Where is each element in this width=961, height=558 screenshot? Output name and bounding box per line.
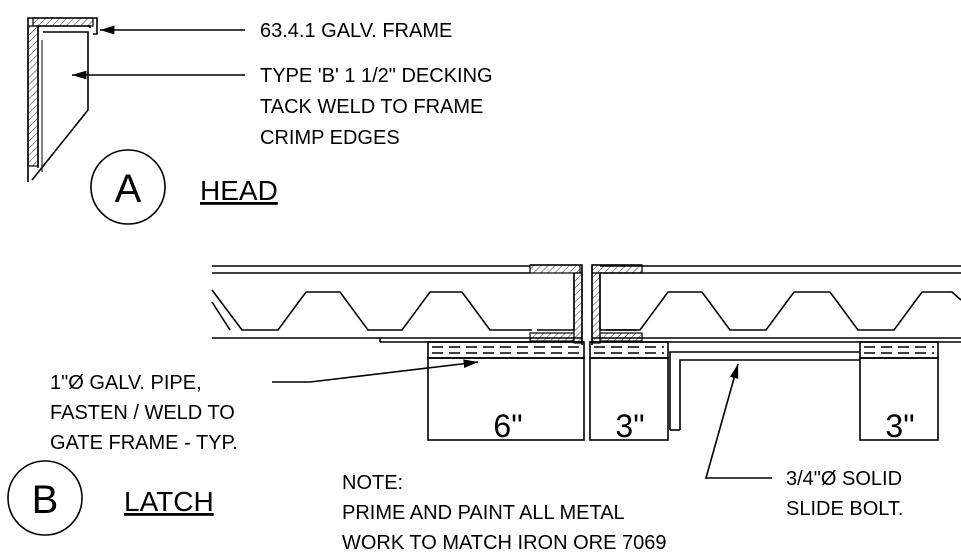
detail-a-bubble [90, 149, 166, 225]
note-line-2: WORK TO MATCH IRON ORE 7069 [342, 532, 667, 554]
detail-b-bubble [7, 460, 83, 536]
head-section-profile [27, 17, 98, 182]
bolt-label-line-2: SLIDE BOLT. [786, 498, 903, 520]
latch-plan-view [211, 264, 961, 441]
bolt-leader [704, 363, 772, 479]
decking-label-line-1: TYPE 'B' 1 1/2" DECKING [260, 65, 493, 87]
dimension-6in: 6" [493, 408, 522, 444]
pipe-label-line-3: GATE FRAME - TYP. [50, 432, 238, 454]
dimension-3in-left: 3" [615, 408, 644, 444]
decking-label-line-2: TACK WELD TO FRAME [260, 96, 483, 118]
note-line-1: PRIME AND PAINT ALL METAL [342, 502, 625, 524]
detail-a-letter: A [115, 167, 142, 211]
decking-label-line-3: CRIMP EDGES [260, 127, 400, 149]
note-heading: NOTE: [342, 472, 403, 494]
pipe-label-line-1: 1"Ø GALV. PIPE, [50, 372, 202, 394]
frame-label: 63.4.1 GALV. FRAME [260, 20, 452, 42]
detail-a-title: HEAD [200, 175, 278, 206]
pipe-leader [272, 359, 479, 383]
detail-b-letter: B [32, 478, 59, 522]
detail-b-title: LATCH [124, 486, 214, 517]
dimension-3in-right: 3" [885, 408, 914, 444]
bolt-label-line-1: 3/4"Ø SOLID [786, 468, 902, 490]
pipe-label-line-2: FASTEN / WELD TO [50, 402, 235, 424]
